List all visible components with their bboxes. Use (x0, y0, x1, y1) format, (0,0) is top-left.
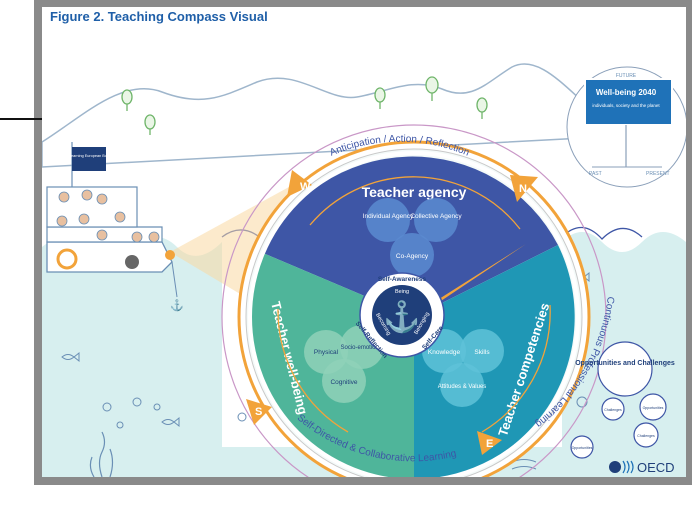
wave (561, 226, 643, 240)
figure-title: Figure 2. Teaching Compass Visual (50, 9, 268, 24)
teaching-compass-figure: ⚓ Anticipation / Action / Reflection Sel… (42, 7, 686, 477)
ship-flag (72, 147, 106, 171)
agency-circle-1: Individual Agency (363, 213, 414, 220)
wellbeing-circle-2: Socio-emotional (340, 345, 383, 351)
core-inner-circle (372, 285, 432, 345)
agency-circle-2: Collective Agency (410, 213, 462, 220)
ship-flag-label: Learning European Bod (69, 154, 109, 158)
hills (42, 63, 603, 168)
compass-illustration: ⚓ Anticipation / Action / Reflection Sel… (42, 7, 686, 477)
agency-circle-3: Co-Agency (396, 253, 429, 260)
s-marker (246, 399, 272, 425)
n-marker (510, 175, 538, 202)
spotlight-source (165, 250, 175, 260)
wellbeing-circle-3: Cognitive (330, 379, 357, 386)
signboard (566, 66, 686, 188)
direction-n: N (519, 183, 527, 195)
cannon-icon (125, 255, 139, 269)
competencies-circle-1: Knowledge (428, 349, 461, 356)
present-label: PRESENT (646, 171, 670, 177)
direction-w: W (300, 181, 311, 193)
oecd-logo-icon (609, 461, 621, 473)
compass-face-border (248, 151, 580, 477)
e-marker (477, 431, 502, 455)
competencies-circle-2: Skills (474, 349, 490, 356)
direction-e: E (486, 438, 493, 450)
outer-learning-ring (221, 124, 607, 477)
lifebuoy-icon (56, 248, 78, 270)
wellbeing-circle-1: Physical (314, 349, 339, 356)
cycle-arrows (277, 176, 551, 433)
crew (56, 189, 160, 243)
core-inner-label-1: Being (395, 289, 409, 295)
small-bubble-3: Challenges (637, 434, 655, 438)
small-anchor-icon: ⚓ (170, 299, 184, 312)
small-bubble-1: Challenges (604, 408, 622, 412)
agency-title: Teacher agency (362, 184, 467, 200)
direction-s: S (255, 406, 262, 418)
small-bubble-2: Opportunities (643, 406, 664, 410)
trees (121, 76, 488, 135)
oecd-logo-swoosh (622, 460, 634, 474)
seaweed (89, 431, 114, 477)
signboard-title: Well-being 2040 (596, 88, 657, 97)
past-label: PAST (589, 171, 602, 177)
agency-circles (366, 198, 458, 277)
signboard-panel (584, 78, 673, 126)
core-ring-label-1: Self-Awareness (378, 276, 427, 283)
small-bubble-4: Opportunities (572, 446, 593, 450)
oecd-logo-text: OECD (637, 460, 675, 475)
anchor-icon: ⚓ (383, 299, 420, 334)
ship: ⚓ (46, 142, 184, 312)
future-label: FUTURE (616, 73, 637, 79)
competencies-circle-3: Attitudes & Values (438, 384, 487, 390)
opportunities-bubble-label: Opportunities and Challenges (575, 360, 675, 367)
water-left (42, 237, 222, 477)
competencies-circles (422, 329, 504, 407)
signboard-subtitle: individuals, society and the planet (592, 103, 660, 108)
pointer-line (0, 118, 44, 120)
w-marker (287, 170, 312, 197)
opportunity-bubbles (570, 341, 667, 459)
